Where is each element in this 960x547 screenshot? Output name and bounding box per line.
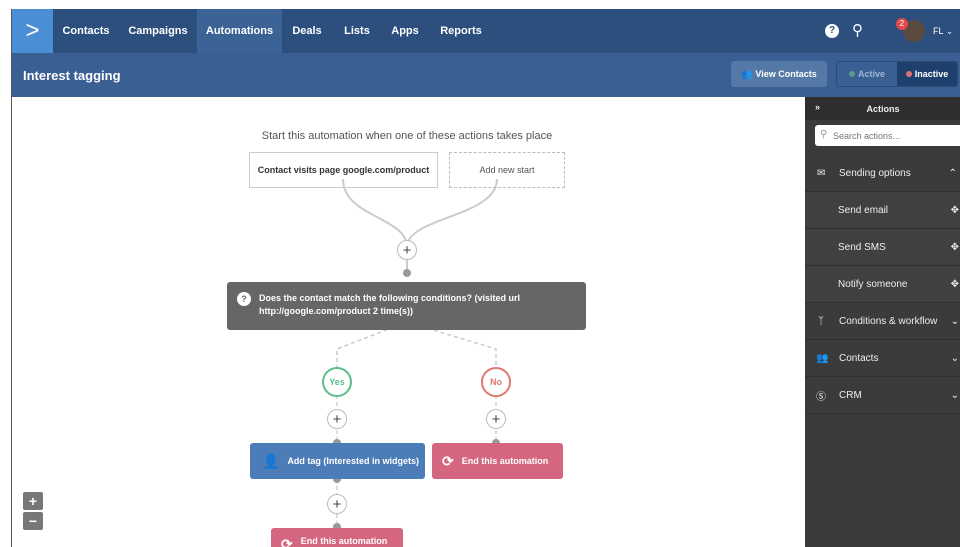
action-label: Notify someone [838,278,908,290]
start-prompt: Start this automation when one of these … [261,130,553,142]
collapse-icon[interactable]: » [815,102,821,112]
chevron-down-icon: ⌄ [950,315,959,327]
inactive-label: Inactive [914,69,949,79]
status-toggle[interactable]: Active Inactive [836,61,958,87]
action-send-email[interactable]: Send email ✥ [805,192,960,229]
contacts-icon: 👥 [816,352,829,364]
sidebar-header: » Actions [805,97,960,120]
tab-reports[interactable]: Reports [440,25,482,37]
drag-move-icon[interactable]: ✥ [950,241,959,253]
group-sending-options[interactable]: ✉ Sending options ⌃ [805,155,960,192]
user-initials: FL [933,26,944,36]
condition-node[interactable]: ? Does the contact match the following co… [227,282,586,330]
page-title: Interest tagging [23,68,121,83]
user-icon: 👤 [262,452,280,469]
drag-move-icon[interactable]: ✥ [950,278,959,290]
view-contacts-label: View Contacts [755,69,817,79]
add-step-button[interactable]: + [397,240,417,260]
search-icon[interactable]: ⚲ [852,22,863,39]
notification-badge: 2 [896,18,908,30]
help-icon[interactable]: ? [825,24,839,38]
trigger-node[interactable]: Contact visits page google.com/product [249,152,438,188]
active-label: Active [857,69,885,79]
active-option[interactable]: Active [837,62,897,86]
action-notify-someone[interactable]: Notify someone ✥ [805,266,960,303]
group-label: CRM [839,389,862,401]
end-automation-node[interactable]: ⟳ End this automation [271,528,403,547]
add-step-no-button[interactable]: + [486,409,506,429]
app-frame: > Contacts Campaigns Automations Deals L… [11,9,960,547]
chevron-up-icon: ⌃ [948,167,957,179]
end-automation-label: End this automation [461,456,549,466]
end-automation-label: End this automation [300,536,388,546]
chevron-down-icon: ⌄ [950,352,959,364]
add-new-start-button[interactable]: Add new start [449,152,565,188]
action-label: Send SMS [838,241,886,253]
zoom-out-button[interactable]: − [23,512,43,530]
inactive-option[interactable]: Inactive [897,62,957,86]
search-icon: ⚲ [820,129,828,140]
top-nav: > Contacts Campaigns Automations Deals L… [12,9,960,53]
zoom-in-button[interactable]: + [23,492,43,510]
tab-automations[interactable]: Automations [197,9,282,53]
drag-move-icon[interactable]: ✥ [950,204,959,216]
add-tag-node[interactable]: 👤 Add tag (Interested in widgets) [250,443,425,479]
tab-campaigns[interactable]: Campaigns [128,25,188,37]
actions-sidebar: » Actions ⚲ ✉ Sending options ⌃ Send email… [805,97,960,547]
tab-contacts[interactable]: Contacts [62,25,110,37]
add-step-yes-button[interactable]: + [327,409,347,429]
contacts-icon: 👥 [741,68,753,79]
group-label: Contacts [839,352,879,364]
user-menu[interactable]: FL ⌄ [933,26,953,37]
dollar-icon: Ⓢ [816,391,826,403]
view-contacts-button[interactable]: 👥View Contacts [731,61,827,87]
group-label: Conditions & workflow [839,315,938,327]
action-send-sms[interactable]: Send SMS ✥ [805,229,960,266]
group-conditions-workflow[interactable]: ᛉ Conditions & workflow ⌄ [805,303,960,340]
chevron-down-icon: ⌄ [950,389,959,401]
add-step-button[interactable]: + [327,494,347,514]
chevron-down-icon: ⌄ [945,26,954,36]
envelope-icon: ✉ [817,167,826,179]
active-dot-icon [848,71,855,77]
inactive-dot-icon [905,71,912,77]
question-icon: ? [237,292,251,306]
refresh-icon: ⟳ [281,536,293,547]
group-contacts[interactable]: 👥 Contacts ⌄ [805,340,960,377]
group-label: Sending options [839,167,911,179]
refresh-icon: ⟳ [442,452,454,469]
branch-icon: ᛉ [818,315,824,327]
yes-branch-label: Yes [322,367,352,397]
group-crm[interactable]: Ⓢ CRM ⌄ [805,377,960,414]
condition-text: Does the contact match the following con… [259,293,521,316]
avatar[interactable] [903,20,925,42]
automation-canvas[interactable]: Start this automation when one of these … [12,97,805,547]
action-label: Send email [838,204,889,216]
tab-deals[interactable]: Deals [292,25,322,37]
end-automation-node[interactable]: ⟳ End this automation [432,443,563,479]
search-actions-input[interactable] [815,125,960,146]
tab-apps[interactable]: Apps [391,25,419,37]
add-tag-label: Add tag (Interested in widgets) [287,456,419,466]
sidebar-title: Actions [866,103,900,114]
tab-lists[interactable]: Lists [344,25,370,37]
no-branch-label: No [481,367,511,397]
logo-icon[interactable]: > [12,9,53,53]
